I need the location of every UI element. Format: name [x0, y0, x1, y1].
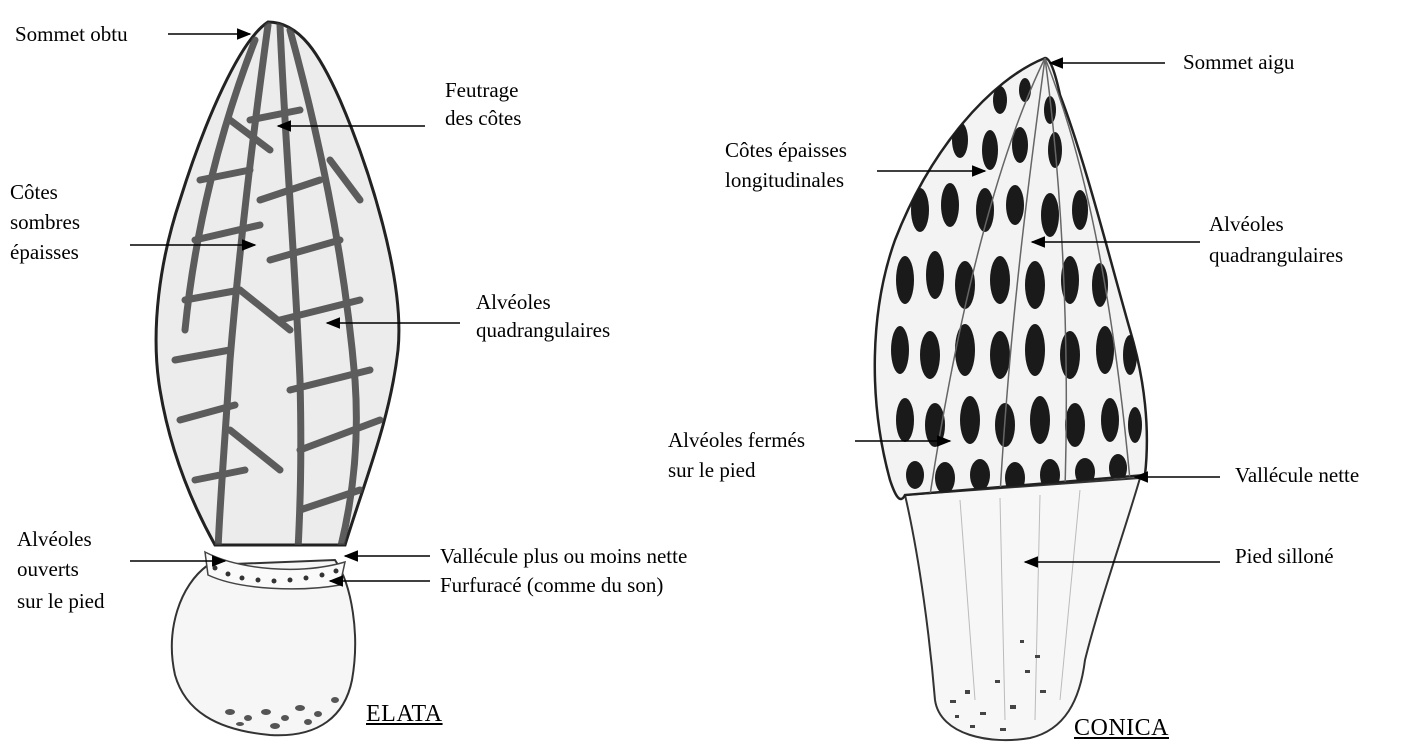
label-fermes-2: sur le pied: [668, 458, 755, 483]
label-alveoles-conica-1: Alvéoles: [1209, 212, 1284, 237]
label-vallecule-conica: Vallécule nette: [1235, 463, 1359, 488]
label-ouverts-3: sur le pied: [17, 589, 104, 614]
label-cotes-epaisses-1: Côtes épaisses: [725, 138, 847, 163]
conica-stem: [905, 478, 1140, 740]
label-cotes-sombres-3: épaisses: [10, 240, 79, 265]
label-sommet-obtu: Sommet obtu: [15, 22, 128, 47]
label-ouverts-1: Alvéoles: [17, 527, 92, 552]
label-pied: Pied silloné: [1235, 544, 1334, 569]
label-fermes-1: Alvéoles fermés: [668, 428, 805, 453]
label-vallecule-elata: Vallécule plus ou moins nette: [440, 544, 687, 569]
elata-morel-drawing: [156, 22, 399, 735]
label-alveoles-elata-1: Alvéoles: [476, 290, 551, 315]
label-feutrage-1: Feutrage: [445, 78, 518, 103]
label-ouverts-2: ouverts: [17, 557, 79, 582]
label-furfurace: Furfuracé (comme du son): [440, 573, 663, 598]
label-sommet-aigu: Sommet aigu: [1183, 50, 1294, 75]
label-feutrage-2: des côtes: [445, 106, 521, 131]
title-elata: ELATA: [366, 701, 443, 728]
conica-morel-drawing: [875, 58, 1147, 740]
label-cotes-epaisses-2: longitudinales: [725, 168, 844, 193]
label-alveoles-conica-2: quadrangulaires: [1209, 243, 1343, 268]
title-conica: CONICA: [1074, 715, 1169, 742]
label-alveoles-elata-2: quadrangulaires: [476, 318, 610, 343]
label-cotes-sombres-1: Côtes: [10, 180, 58, 205]
label-cotes-sombres-2: sombres: [10, 210, 80, 235]
